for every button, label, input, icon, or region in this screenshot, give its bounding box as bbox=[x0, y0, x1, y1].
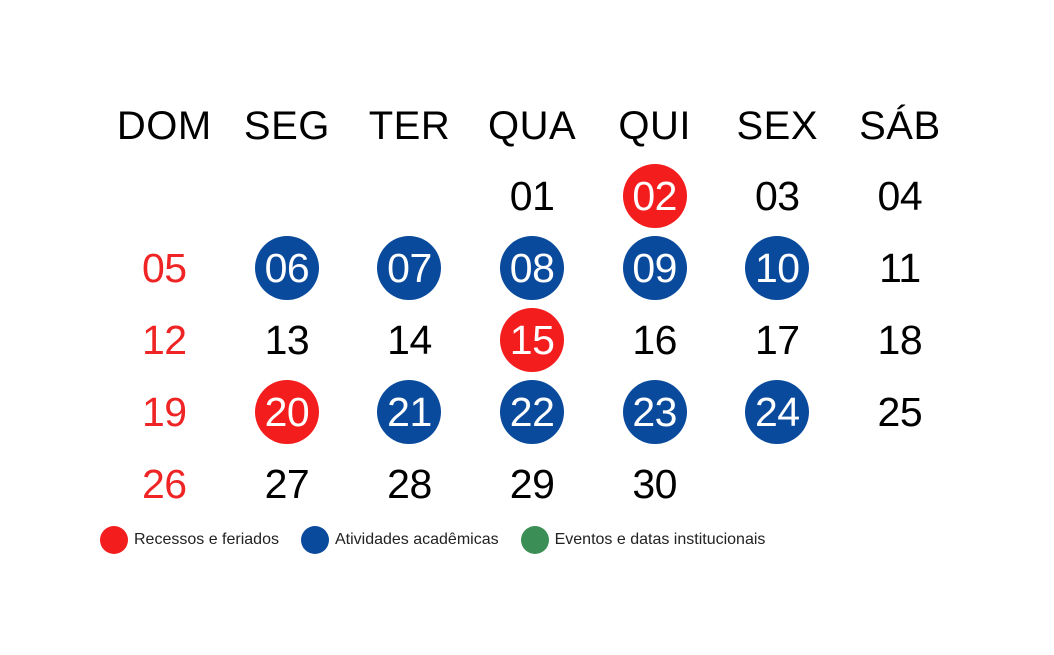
calendar-cell: 28 bbox=[348, 448, 471, 520]
calendar-cell: 22 bbox=[471, 376, 594, 448]
calendar-cell: 15 bbox=[471, 304, 594, 376]
calendar-day-22[interactable]: 22 bbox=[500, 380, 565, 444]
calendar-day-empty bbox=[745, 452, 809, 516]
calendar-day-10[interactable]: 10 bbox=[745, 236, 810, 300]
calendar-week-row: 01 02 03 04 bbox=[103, 160, 961, 232]
calendar-cell: 11 bbox=[839, 232, 962, 304]
calendar-day-empty bbox=[377, 164, 441, 228]
weekday-seg: SEG bbox=[243, 104, 330, 148]
calendar-day-03[interactable]: 03 bbox=[754, 172, 800, 219]
calendar-cell: 23 bbox=[593, 376, 716, 448]
calendar-cell: 25 bbox=[839, 376, 962, 448]
calendar-day-07[interactable]: 07 bbox=[377, 236, 442, 300]
calendar-day-12[interactable]: 12 bbox=[141, 316, 187, 363]
calendar-cell: 14 bbox=[348, 304, 471, 376]
calendar-day-04[interactable]: 04 bbox=[877, 172, 923, 219]
calendar-weeks: 01 02 03 04 05 06 07 08 09 10 11 12 13 14 15 16 17 18 19 20… bbox=[103, 160, 961, 520]
calendar-cell: 12 bbox=[103, 304, 226, 376]
calendar-cell: 30 bbox=[593, 448, 716, 520]
calendar-day-15[interactable]: 15 bbox=[500, 308, 565, 372]
calendar-cell: 26 bbox=[103, 448, 226, 520]
calendar-day-02[interactable]: 02 bbox=[622, 164, 687, 228]
calendar-day-25[interactable]: 25 bbox=[877, 388, 923, 435]
legend-dot-icon bbox=[520, 526, 549, 554]
legend-dot-icon bbox=[100, 526, 128, 554]
calendar-day-05[interactable]: 05 bbox=[141, 244, 187, 291]
calendar-day-26[interactable]: 26 bbox=[141, 460, 187, 507]
calendar-day-empty bbox=[868, 452, 932, 516]
calendar-cell bbox=[716, 448, 839, 520]
calendar-week-row: 26 27 28 29 30 bbox=[103, 448, 961, 520]
calendar-cell: 03 bbox=[716, 160, 839, 232]
weekday-qui: QUI bbox=[618, 104, 691, 148]
calendar-cell bbox=[348, 160, 471, 232]
calendar-cell: 06 bbox=[226, 232, 349, 304]
weekday-sex: SEX bbox=[736, 104, 819, 148]
calendar-cell bbox=[839, 448, 962, 520]
calendar-day-19[interactable]: 19 bbox=[141, 388, 187, 435]
calendar-day-28[interactable]: 28 bbox=[387, 460, 432, 507]
calendar-week-row: 05 06 07 08 09 10 11 bbox=[103, 232, 961, 304]
legend-label: Atividades acadêmicas bbox=[334, 531, 499, 548]
calendar-day-06[interactable]: 06 bbox=[254, 236, 319, 300]
calendar-day-11[interactable]: 11 bbox=[879, 244, 921, 291]
calendar-cell bbox=[103, 160, 226, 232]
calendar-day-30[interactable]: 30 bbox=[632, 460, 677, 507]
calendar-cell: 13 bbox=[226, 304, 349, 376]
calendar-legend: Recessos e feriados Atividades acadêmicas… bbox=[100, 526, 787, 554]
calendar-day-29[interactable]: 29 bbox=[509, 460, 555, 507]
weekday-ter: TER bbox=[368, 104, 451, 148]
weekday-qua: QUA bbox=[487, 104, 577, 148]
calendar-cell bbox=[226, 160, 349, 232]
calendar-day-21[interactable]: 21 bbox=[377, 380, 442, 444]
calendar-day-empty bbox=[255, 164, 319, 228]
calendar-cell: 16 bbox=[593, 304, 716, 376]
calendar-cell: 08 bbox=[471, 232, 594, 304]
legend-item-academic: Atividades acadêmicas bbox=[300, 526, 499, 554]
calendar-day-24[interactable]: 24 bbox=[745, 380, 810, 444]
calendar-week-row: 19 20 21 22 23 24 25 bbox=[103, 376, 961, 448]
calendar-week-row: 12 13 14 15 16 17 18 bbox=[103, 304, 961, 376]
legend-label: Eventos e datas institucionais bbox=[554, 531, 766, 548]
calendar-cell: 07 bbox=[348, 232, 471, 304]
calendar-day-13[interactable]: 13 bbox=[264, 316, 310, 363]
calendar-cell: 29 bbox=[471, 448, 594, 520]
calendar-cell: 24 bbox=[716, 376, 839, 448]
legend-item-holidays: Recessos e feriados bbox=[100, 526, 279, 554]
calendar-cell: 10 bbox=[716, 232, 839, 304]
legend-label: Recessos e feriados bbox=[134, 531, 279, 548]
weekday-sab: SÁB bbox=[859, 104, 941, 148]
month-calendar: DOM SEG TER QUA QUI SEX SÁB 01 02 03 04 05 06… bbox=[103, 98, 961, 520]
calendar-day-18[interactable]: 18 bbox=[877, 316, 923, 363]
calendar-day-01[interactable]: 01 bbox=[509, 172, 555, 219]
calendar-day-08[interactable]: 08 bbox=[500, 236, 565, 300]
calendar-cell: 02 bbox=[593, 160, 716, 232]
calendar-cell: 19 bbox=[103, 376, 226, 448]
calendar-day-23[interactable]: 23 bbox=[622, 380, 687, 444]
calendar-cell: 17 bbox=[716, 304, 839, 376]
calendar-day-16[interactable]: 16 bbox=[632, 316, 677, 363]
calendar-day-20[interactable]: 20 bbox=[254, 380, 319, 444]
calendar-day-empty bbox=[132, 164, 196, 228]
calendar-cell: 20 bbox=[226, 376, 349, 448]
calendar-cell: 01 bbox=[471, 160, 594, 232]
calendar-cell: 21 bbox=[348, 376, 471, 448]
calendar-day-09[interactable]: 09 bbox=[622, 236, 687, 300]
weekday-dom: DOM bbox=[116, 104, 212, 148]
calendar-day-17[interactable]: 17 bbox=[754, 316, 800, 363]
weekday-header: DOM SEG TER QUA QUI SEX SÁB bbox=[103, 98, 961, 154]
calendar-cell: 05 bbox=[103, 232, 226, 304]
calendar-day-14[interactable]: 14 bbox=[387, 316, 432, 363]
calendar-cell: 04 bbox=[839, 160, 962, 232]
legend-dot-icon bbox=[300, 526, 329, 554]
calendar-cell: 09 bbox=[593, 232, 716, 304]
legend-item-events: Eventos e datas institucionais bbox=[520, 526, 766, 554]
calendar-cell: 18 bbox=[839, 304, 962, 376]
calendar-cell: 27 bbox=[226, 448, 349, 520]
calendar-day-27[interactable]: 27 bbox=[264, 460, 310, 507]
